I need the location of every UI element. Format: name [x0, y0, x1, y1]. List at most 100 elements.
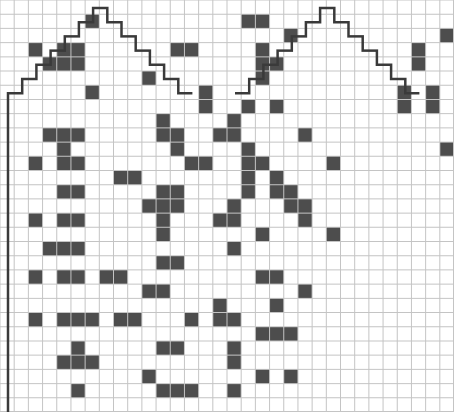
filled-cell	[156, 185, 170, 199]
filled-cell	[57, 156, 71, 170]
filled-cell	[255, 327, 269, 341]
filled-cell	[255, 227, 269, 241]
filled-cell	[227, 242, 241, 256]
filled-cell	[114, 170, 128, 184]
filled-cell	[85, 85, 99, 99]
filled-cell	[142, 369, 156, 383]
filled-cell	[270, 99, 284, 113]
filled-cell	[298, 213, 312, 227]
filled-cell	[170, 341, 184, 355]
filled-cell	[57, 185, 71, 199]
filled-cell	[71, 213, 85, 227]
filled-cell	[156, 227, 170, 241]
filled-cell	[213, 128, 227, 142]
filled-cell	[57, 270, 71, 284]
filled-cell	[411, 57, 425, 71]
filled-cell	[270, 170, 284, 184]
filled-cell	[227, 313, 241, 327]
filled-cell	[227, 114, 241, 128]
filled-cell	[57, 128, 71, 142]
filled-cell	[71, 313, 85, 327]
filled-cell	[57, 313, 71, 327]
filled-cell	[227, 128, 241, 142]
filled-cell	[255, 43, 269, 57]
filled-cell	[28, 270, 42, 284]
filled-cell	[57, 213, 71, 227]
filled-cell	[71, 242, 85, 256]
filled-cell	[199, 156, 213, 170]
filled-cell	[99, 270, 113, 284]
filled-cell	[28, 43, 42, 57]
filled-cell	[156, 256, 170, 270]
filled-cell	[57, 355, 71, 369]
filled-cell	[227, 213, 241, 227]
filled-cell	[156, 114, 170, 128]
filled-cell	[440, 28, 454, 42]
filled-cell	[142, 71, 156, 85]
filled-cell	[142, 284, 156, 298]
filled-cell	[241, 14, 255, 28]
filled-cell	[57, 242, 71, 256]
filled-cell	[85, 313, 99, 327]
filled-cell	[270, 270, 284, 284]
filled-cell	[255, 270, 269, 284]
filled-cell	[213, 313, 227, 327]
filled-cell	[156, 341, 170, 355]
filled-cell	[57, 57, 71, 71]
filled-cell	[227, 341, 241, 355]
filled-cell	[156, 284, 170, 298]
filled-cell	[156, 199, 170, 213]
filled-cell	[85, 355, 99, 369]
filled-cell	[326, 227, 340, 241]
filled-cell	[156, 384, 170, 398]
filled-cell	[298, 284, 312, 298]
filled-cell	[71, 341, 85, 355]
filled-cell	[28, 156, 42, 170]
filled-cell	[298, 128, 312, 142]
filled-cell	[28, 213, 42, 227]
filled-cell	[43, 242, 57, 256]
filled-cell	[199, 99, 213, 113]
filled-cell	[255, 14, 269, 28]
filled-cell	[128, 170, 142, 184]
filled-cell	[28, 313, 42, 327]
filled-cell	[426, 85, 440, 99]
filled-cell	[71, 185, 85, 199]
filled-cell	[411, 43, 425, 57]
filled-cell	[284, 327, 298, 341]
filled-cell	[440, 142, 454, 156]
filled-cell	[227, 355, 241, 369]
filled-cell	[57, 142, 71, 156]
filled-cell	[270, 327, 284, 341]
filled-cell	[199, 85, 213, 99]
filled-cell	[255, 156, 269, 170]
filled-cell	[241, 156, 255, 170]
filled-cell	[71, 355, 85, 369]
filled-cell	[71, 128, 85, 142]
filled-cell	[184, 43, 198, 57]
filled-cell	[156, 128, 170, 142]
filled-cell	[184, 384, 198, 398]
filled-cell	[170, 185, 184, 199]
filled-cell	[426, 99, 440, 113]
filled-cell	[71, 384, 85, 398]
filled-cell	[71, 270, 85, 284]
filled-cell	[170, 256, 184, 270]
filled-cell	[241, 142, 255, 156]
filled-cell	[170, 199, 184, 213]
filled-cell	[227, 199, 241, 213]
filled-cell	[170, 384, 184, 398]
filled-cell	[213, 213, 227, 227]
filled-cell	[71, 57, 85, 71]
filled-cell	[213, 298, 227, 312]
filled-cell	[170, 43, 184, 57]
filled-cell	[284, 369, 298, 383]
filled-cell	[156, 213, 170, 227]
filled-cell	[270, 298, 284, 312]
filled-cell	[71, 156, 85, 170]
filled-cell	[298, 199, 312, 213]
filled-cell	[43, 128, 57, 142]
filled-cell	[114, 270, 128, 284]
filled-cell	[241, 185, 255, 199]
